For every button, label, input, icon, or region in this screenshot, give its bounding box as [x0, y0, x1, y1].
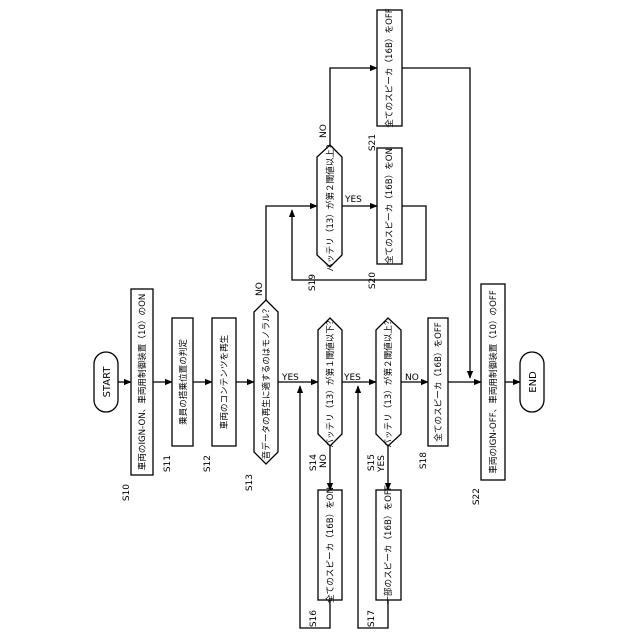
decision-s19: バッテリ（13）が第２閾値以上？ — [317, 140, 342, 271]
step-s18-text: 全てのスピーカ（16B）をOFF — [432, 322, 444, 441]
s15-no-label: NO — [405, 373, 419, 383]
label-s10: S10 — [122, 484, 132, 501]
decision-s15: バッテリ（13）が第２閾値以上？ — [376, 316, 401, 447]
decision-s19-text: バッテリ（13）が第２閾値以上？ — [324, 140, 336, 271]
label-s19: S19 — [308, 274, 318, 291]
s13-no-label: NO — [255, 282, 265, 296]
decision-s13-text: 音データの再生に適するのはモノラル？ — [260, 305, 272, 460]
s19-no-label: NO — [319, 124, 329, 138]
label-s16: S16 — [309, 610, 319, 627]
step-s17: 一部のスピーカ（16B）をOFF — [376, 485, 401, 604]
end-terminal: END — [520, 352, 544, 412]
label-s15: S15 — [367, 454, 377, 471]
s14-yes-label: YES — [343, 373, 361, 383]
step-s20: 全てのスピーカ（16B）をON — [377, 148, 402, 264]
s19-yes-label: YES — [344, 195, 362, 205]
decision-s15-text: バッテリ（13）が第２閾値以上？ — [382, 316, 394, 447]
s13-yes-label: YES — [281, 373, 299, 383]
step-s18: 全てのスピーカ（16B）をOFF — [428, 318, 448, 446]
start-label: START — [102, 366, 113, 398]
decision-s14-text: バッテリ（13）が第１閾値以下？ — [324, 316, 336, 447]
step-s16-text: 全てのスピーカ（16B）をON — [324, 487, 336, 603]
label-s13: S13 — [245, 474, 255, 491]
step-s10: 車両のIGN-ON、車両用制御装置（10）のON — [131, 289, 153, 475]
step-s10-text: 車両のIGN-ON、車両用制御装置（10）のON — [136, 294, 148, 471]
s15-yes-label: YES — [377, 455, 387, 473]
label-s11: S11 — [163, 455, 173, 472]
step-s22: 車両のIGN-OFF、車両用制御装置（10）のOFF — [481, 284, 505, 480]
label-s18: S18 — [419, 452, 429, 469]
step-s20-text: 全てのスピーカ（16B）をON — [383, 148, 395, 264]
step-s22-text: 車両のIGN-OFF、車両用制御装置（10）のOFF — [487, 290, 499, 474]
label-s12: S12 — [203, 455, 213, 472]
label-s22: S22 — [472, 488, 482, 505]
step-s16: 全てのスピーカ（16B）をON — [318, 487, 342, 603]
s14-no-label: NO — [319, 454, 329, 468]
start-terminal: START — [94, 352, 118, 412]
decision-s14: バッテリ（13）が第１閾値以下？ — [318, 316, 342, 447]
label-s14: S14 — [309, 454, 319, 471]
label-s20: S20 — [368, 272, 378, 289]
step-s21-text: 全てのスピーカ（16B）をOFF — [383, 8, 395, 127]
decision-s13: 音データの再生に適するのはモノラル？ — [254, 300, 278, 464]
step-s11: 乗員の搭乗位置の判定 — [172, 318, 193, 446]
end-label: END — [528, 371, 539, 393]
label-s21: S21 — [368, 134, 378, 151]
step-s12-text: 車両のコンテンツを再生 — [218, 334, 230, 429]
step-s12: 車両のコンテンツを再生 — [212, 318, 236, 446]
step-s21: 全てのスピーカ（16B）をOFF — [377, 8, 402, 127]
label-s17: S17 — [367, 610, 377, 627]
step-s17-text: 一部のスピーカ（16B）をOFF — [382, 485, 394, 604]
step-s11-text: 乗員の搭乗位置の判定 — [177, 339, 189, 425]
